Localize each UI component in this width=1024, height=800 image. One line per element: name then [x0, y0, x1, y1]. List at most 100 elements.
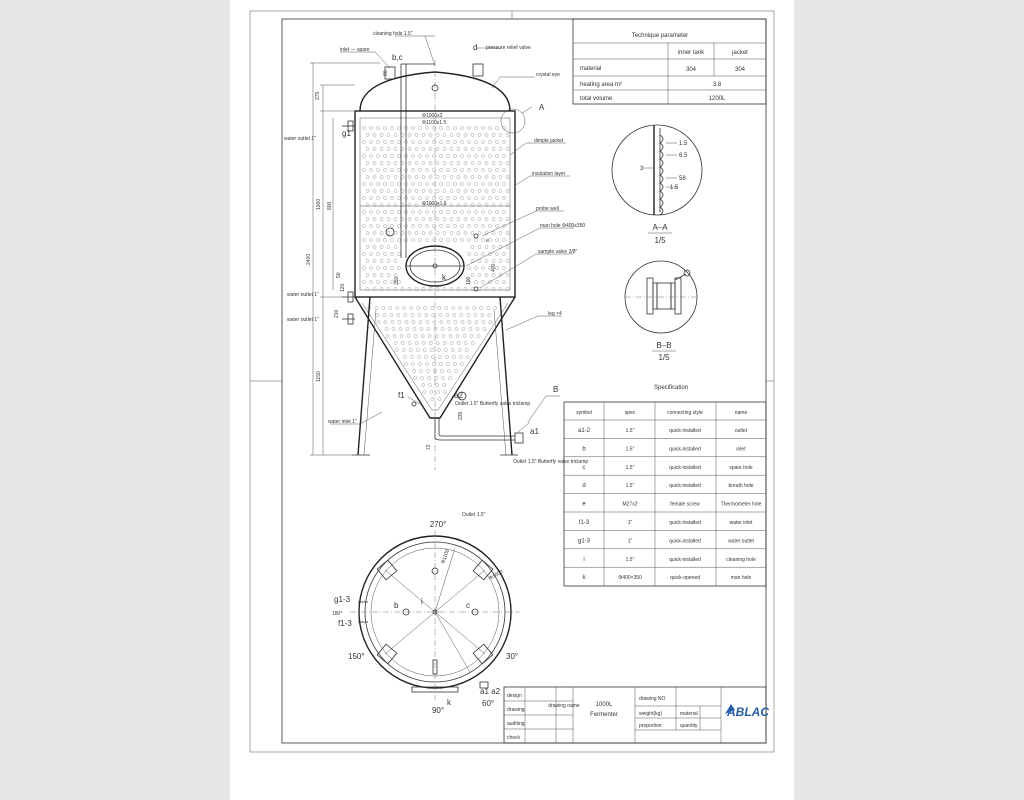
dimple: [390, 210, 394, 214]
dimple: [491, 259, 496, 263]
spec-cell-2-1: 1.5": [626, 465, 635, 471]
dimple: [434, 334, 439, 338]
dimple: [435, 287, 440, 291]
dimple: [407, 189, 412, 193]
dimple: [386, 259, 391, 263]
dimple: [453, 168, 457, 172]
dimple: [418, 140, 422, 144]
plan-deg-270: 270°: [430, 520, 447, 529]
tb-drawing: drawing: [507, 707, 525, 713]
spec-cell-4-3: Thermometer hole: [721, 502, 762, 508]
dimple: [435, 147, 440, 151]
dimple: [456, 189, 461, 193]
dimple-jacket-cone: [367, 306, 498, 401]
dimple: [426, 369, 430, 373]
dimple: [428, 189, 433, 193]
dimple: [372, 161, 377, 165]
dimple: [505, 133, 510, 137]
detail-view-bb: B–B 1/5: [624, 260, 698, 362]
dimple: [379, 217, 384, 221]
dimple: [460, 168, 464, 172]
dimple: [467, 126, 471, 130]
dimple: [477, 133, 482, 137]
dimple: [383, 182, 387, 186]
callout-f1: f1: [398, 391, 405, 400]
dimple: [498, 259, 503, 263]
dimple: [425, 238, 429, 242]
dimple: [365, 273, 370, 277]
dimple: [498, 161, 503, 165]
dimple: [479, 306, 484, 310]
dimple: [470, 203, 475, 207]
callout-water-inlet: water inlet 1": [328, 419, 357, 425]
dimple: [453, 224, 457, 228]
tb-drawing-name-label: drawing name: [548, 703, 580, 709]
spec-cell-2-0: c: [583, 465, 586, 471]
dimple: [456, 203, 461, 207]
dimple: [411, 196, 415, 200]
dimple: [397, 210, 401, 214]
dimple: [481, 168, 485, 172]
dimple: [463, 189, 468, 193]
callout-inlet-spare: inlet — spare: [340, 47, 370, 53]
dimple: [397, 280, 401, 284]
dimple: [432, 238, 436, 242]
dimple: [432, 168, 436, 172]
dimple: [393, 287, 398, 291]
callout-sample-valve: sample valve 3/8": [538, 249, 578, 255]
dimple: [379, 133, 384, 137]
dimple: [470, 161, 475, 165]
dimple: [396, 313, 401, 317]
dimple: [421, 189, 426, 193]
dimple: [365, 147, 370, 151]
dimple: [467, 210, 471, 214]
dimple: [484, 133, 489, 137]
dimple: [410, 355, 414, 359]
dimple: [390, 154, 394, 158]
dimple: [481, 154, 485, 158]
dimple: [443, 348, 448, 352]
aa-dim-5: 1.5: [670, 185, 679, 191]
dimple: [436, 348, 441, 352]
dimple: [453, 182, 457, 186]
dimple: [411, 182, 415, 186]
dimple: [470, 341, 475, 345]
dimple: [453, 362, 457, 366]
dimple: [452, 313, 457, 317]
dimple: [383, 154, 387, 158]
dimple: [495, 126, 499, 130]
dimple: [393, 147, 398, 151]
dim-210: 210: [334, 309, 340, 318]
callout-d: d: [473, 43, 477, 52]
dimple: [431, 355, 435, 359]
plan-deg-30: 30°: [506, 652, 518, 661]
dimple: [424, 355, 428, 359]
dimple: [455, 334, 460, 338]
dimple: [411, 140, 415, 144]
dimple: [495, 154, 499, 158]
dimple: [362, 196, 366, 200]
dimple: [484, 175, 489, 179]
dimple: [411, 362, 415, 366]
dimple: [484, 217, 489, 221]
dimple: [439, 362, 443, 366]
row-heating-area-label: heating area m²: [580, 82, 622, 88]
dimple: [484, 273, 489, 277]
dimple: [435, 161, 440, 165]
dimple: [428, 217, 433, 221]
dimple: [498, 175, 503, 179]
dimple: [439, 196, 443, 200]
spec-cell-5-0: f1-3: [579, 520, 590, 526]
dimple: [498, 203, 503, 207]
dimple: [407, 133, 412, 137]
dimple: [481, 140, 485, 144]
dimple: [462, 334, 467, 338]
dimple: [470, 133, 475, 137]
row-material-inner: 304: [686, 67, 697, 73]
spec-header-3: name: [735, 410, 748, 416]
spec-cell-0-0: a1-2: [578, 428, 591, 434]
dimple: [460, 224, 464, 228]
dimple: [484, 189, 489, 193]
dimple: [390, 196, 394, 200]
dimple: [383, 266, 387, 270]
